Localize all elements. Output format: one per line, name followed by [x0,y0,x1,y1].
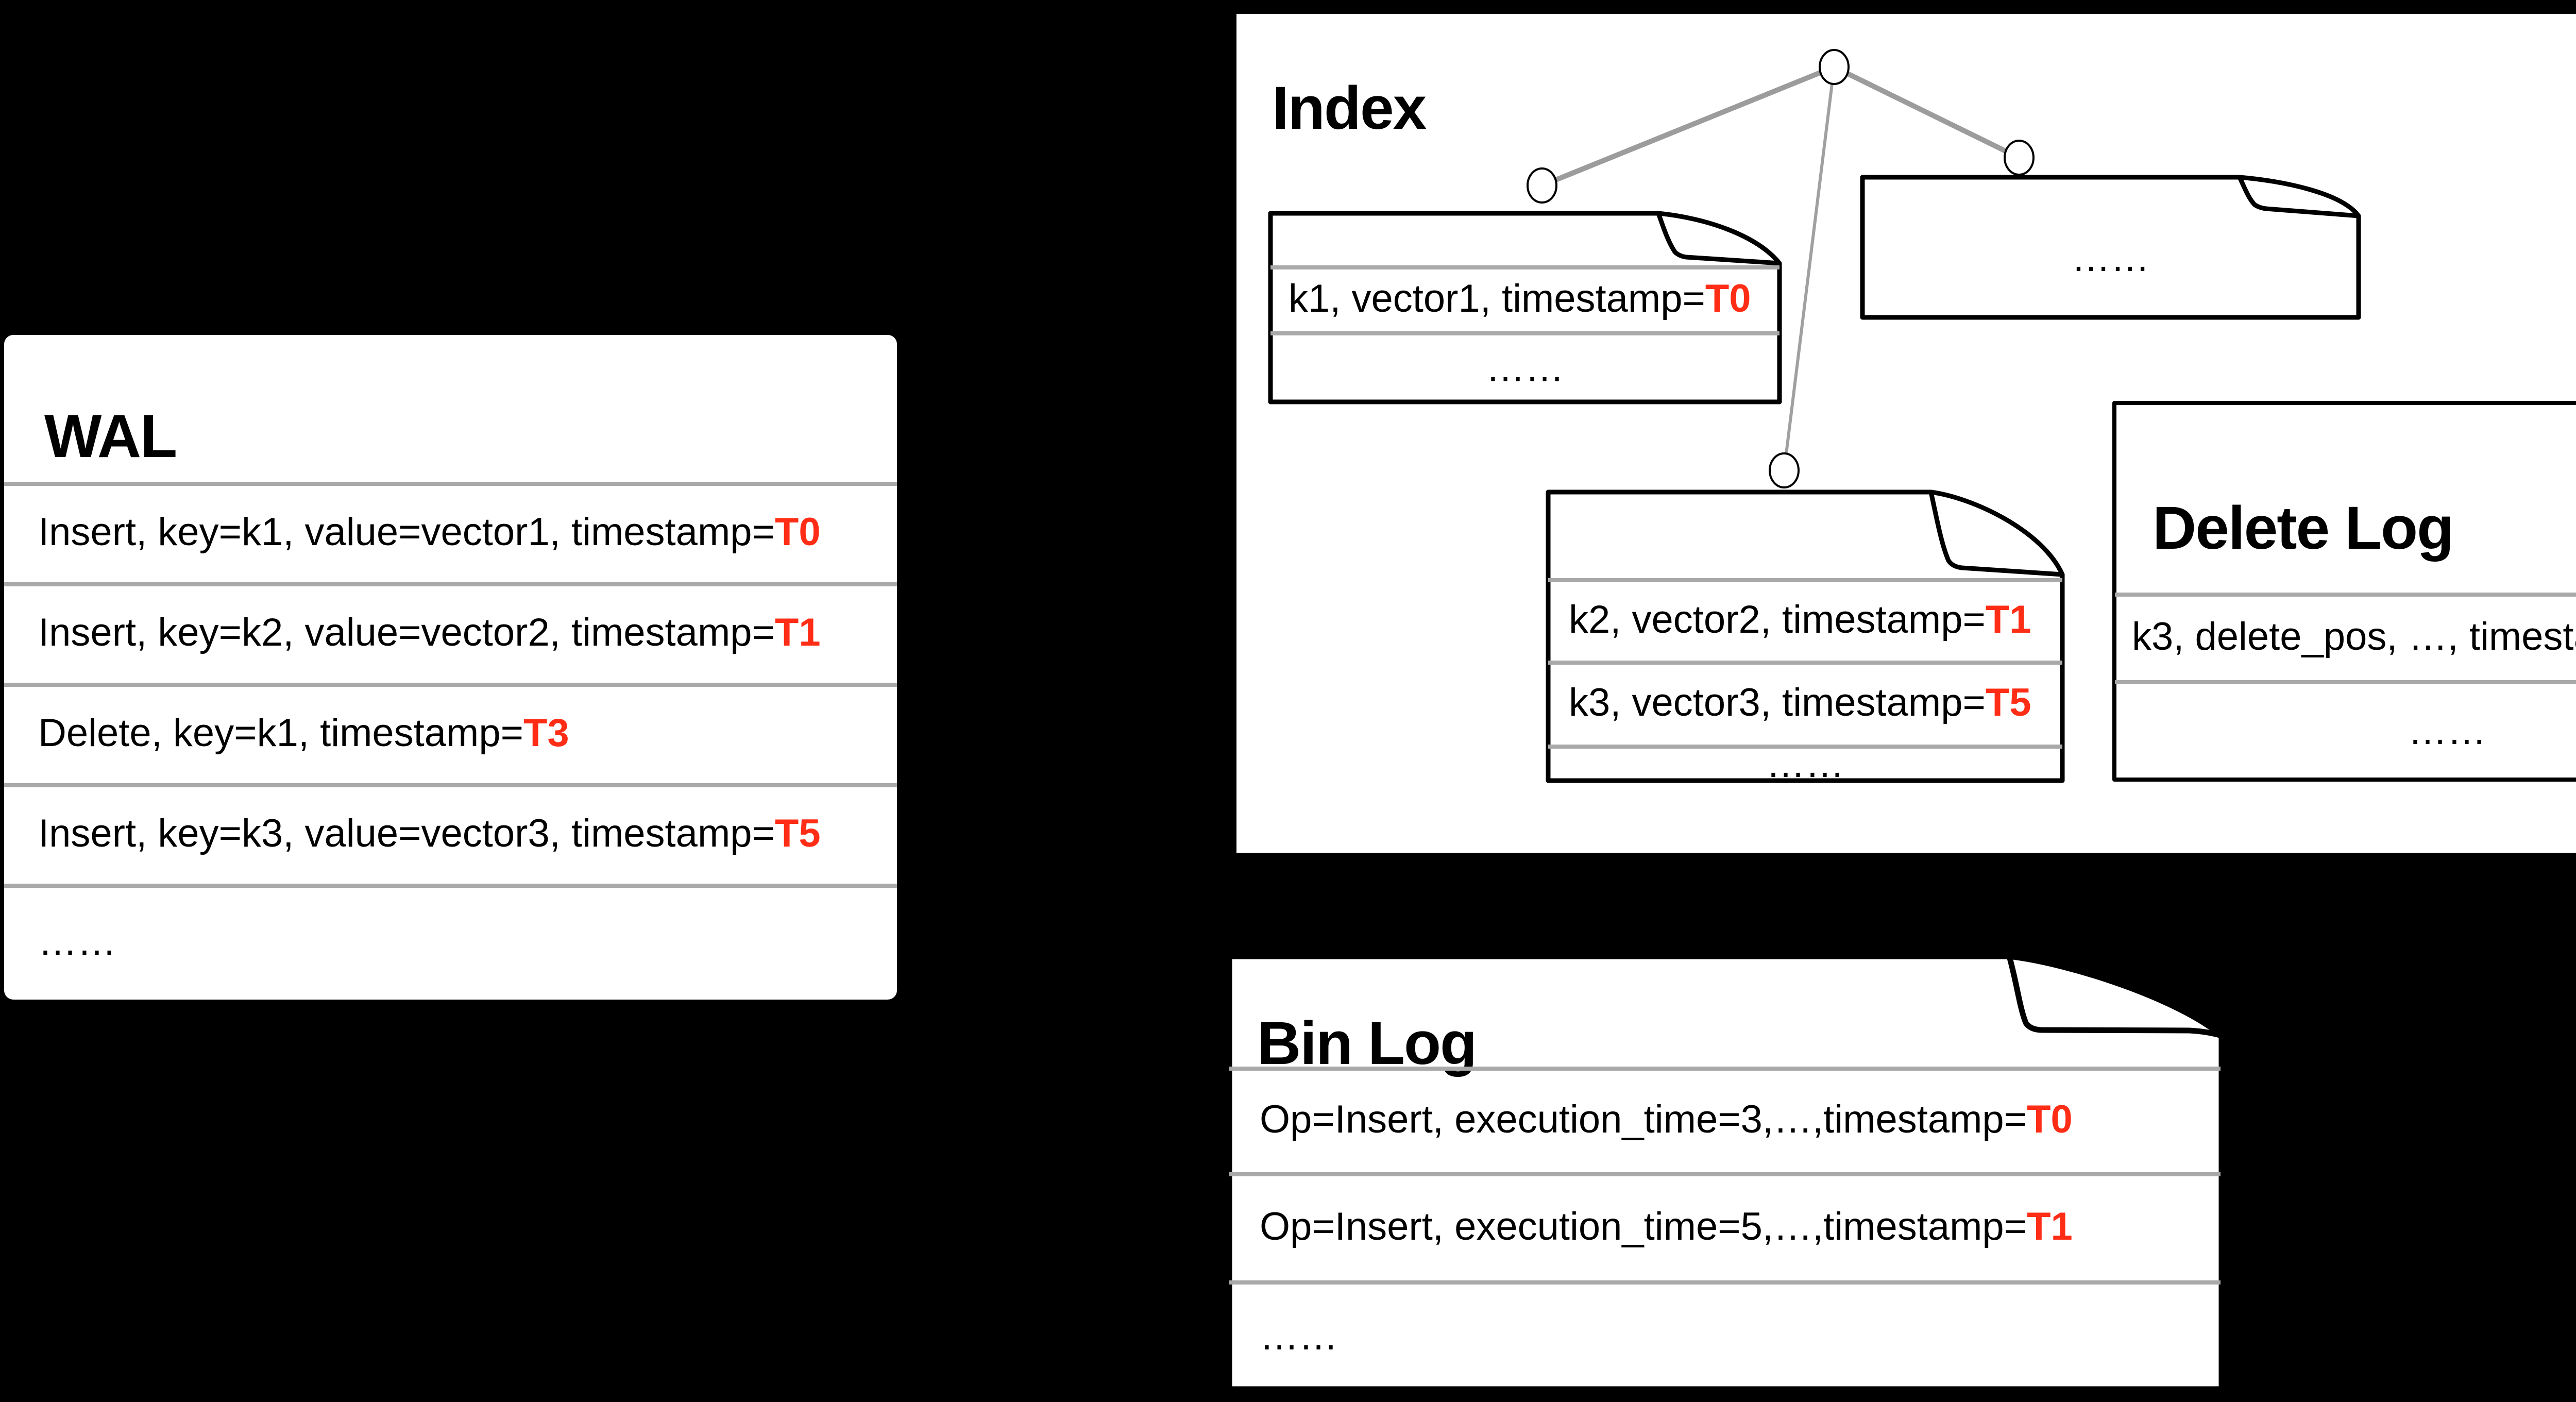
wal-row: Insert, key=k1, value=vector1, timestamp… [4,482,897,582]
divider [4,582,897,586]
timestamp-value: T5 [774,812,821,855]
wal-row: Insert, key=k2, value=vector2, timestamp… [4,582,897,683]
log-entry-text: Insert, key=k1, value=vector1, timestamp… [38,510,775,554]
ellipsis-text: …… [1486,346,1564,390]
wal-panel: WAL Insert, key=k1, value=vector1, times… [4,335,897,1000]
document-shape [1268,211,1782,404]
bin-log-doc: Bin Log Op=Insert, execution_time=3,…,ti… [1226,953,2225,1392]
log-entry-text: Delete, key=k1, timestamp= [38,711,523,755]
entry-text: k3, delete_pos, …, timestamp= [2132,614,2576,658]
ellipsis-text: …… [2408,709,2486,753]
bin-log-title: Bin Log [1257,1009,1477,1077]
document-outline [2112,401,2576,782]
document-shape [1546,489,2065,783]
timestamp-value: T0 [2027,1097,2073,1141]
tree-node [1527,167,1557,204]
timestamp-value: T5 [1985,681,2031,724]
timestamp-value: T1 [2027,1204,2073,1248]
log-entry-text: Insert, key=k2, value=vector2, timestamp… [38,611,775,654]
divider [1270,265,1780,269]
segment-row: k1, vector1, timestamp=T0 [1268,265,1782,331]
entry-text: Op=Insert, execution_time=5,…,timestamp= [1260,1204,2027,1248]
fold-corner-icon [1928,492,2063,577]
divider [2115,680,2576,684]
segment-row-ellipsis: …… [1546,742,2065,786]
ellipsis-text: …… [2071,235,2150,280]
tree-node-root [1819,49,1850,85]
document-shape [1860,175,2361,320]
delete-log-row-ellipsis: …… [2112,680,2576,782]
divider [4,482,897,486]
delete-log-row: k3, delete_pos, …, timestamp=T3 [2112,593,2576,680]
wal-row-ellipsis: …… [4,884,897,1000]
entry-text: k1, vector1, timestamp= [1289,276,1705,320]
tree-edge [1783,66,1836,471]
document-shape [2112,401,2576,782]
ellipsis-text: …… [1766,742,1844,786]
ellipsis-text: …… [38,920,116,964]
divider [1270,331,1780,335]
timestamp-value: T1 [1985,597,2031,641]
fold-corner-icon [2006,955,2223,1039]
document-body: k1, vector1, timestamp=T0 …… [1268,211,1782,404]
divider [1548,578,2062,582]
bin-log-row: Op=Insert, execution_time=5,…,timestamp=… [1226,1172,2225,1280]
index-title: Index [1272,74,1427,142]
delete-log-doc: Delete Log k3, delete_pos, …, timestamp=… [2112,401,2576,782]
divider [2115,593,2576,597]
divider [4,683,897,687]
timestamp-value: T0 [1705,276,1751,320]
fold-corner-icon [2237,176,2359,218]
tree-node [1769,452,1800,488]
segment-row-ellipsis: …… [1268,331,1782,404]
wal-row: Insert, key=k3, value=vector3, timestamp… [4,783,897,884]
document-body: Delete Log k3, delete_pos, …, timestamp=… [2112,401,2576,782]
divider [4,884,897,888]
segment-row-ellipsis: …… [1860,195,2361,320]
bin-log-row: Op=Insert, execution_time=3,…,timestamp=… [1226,1067,2225,1172]
segment-row: k3, vector3, timestamp=T5 [1546,661,2065,745]
timestamp-value: T3 [523,711,569,755]
log-entry-text: Insert, key=k3, value=vector3, timestamp… [38,812,775,855]
divider [4,783,897,787]
timestamp-value: T0 [774,510,821,554]
index-segment-doc-k2k3: k2, vector2, timestamp=T1 k3, vector3, t… [1546,489,2065,786]
wal-row: Delete, key=k1, timestamp=T3 [4,683,897,783]
index-segment-doc-k1: k1, vector1, timestamp=T0 …… [1268,211,1782,404]
segment-row: k2, vector2, timestamp=T1 [1546,578,2065,661]
entry-text: k2, vector2, timestamp= [1569,597,1986,641]
divider [1548,661,2062,665]
entry-text: Op=Insert, execution_time=3,…,timestamp= [1260,1097,2027,1141]
tree-node [2004,140,2035,176]
divider [1548,745,2062,749]
fold-corner-icon [1656,212,1780,266]
divider [1229,1172,2221,1176]
entry-text: k3, vector3, timestamp= [1569,681,1986,724]
timestamp-value: T1 [774,611,821,654]
tree-edge [1833,64,2021,160]
tree-edge [1541,64,1835,188]
delete-log-title: Delete Log [2153,494,2454,562]
document-body: k2, vector2, timestamp=T1 k3, vector3, t… [1546,489,2065,786]
index-segment-doc-more: …… [1860,175,2361,320]
divider [1229,1067,2221,1071]
wal-title: WAL [44,402,177,470]
document-body: Bin Log Op=Insert, execution_time=3,…,ti… [1226,953,2225,1392]
document-body: …… [1860,175,2361,320]
ellipsis-text: …… [1260,1314,1338,1358]
divider [1229,1280,2221,1285]
bin-log-row-ellipsis: …… [1226,1280,2225,1392]
